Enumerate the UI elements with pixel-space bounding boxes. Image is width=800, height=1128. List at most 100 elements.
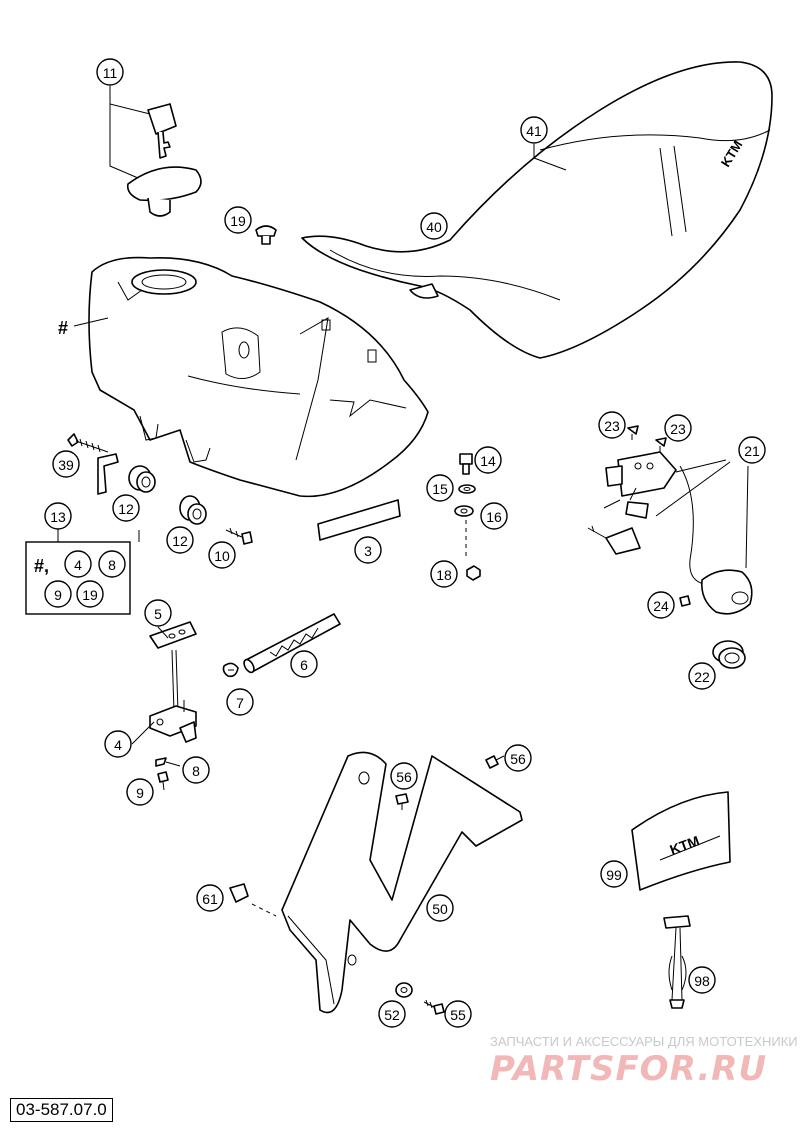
callout-39-4: 39 bbox=[52, 450, 80, 478]
callout-19-2: 19 bbox=[224, 206, 252, 234]
callout-40-3-label: 40 bbox=[426, 219, 442, 235]
fuel-tank-part bbox=[88, 256, 429, 498]
callout-52-28-label: 52 bbox=[384, 1007, 400, 1023]
callout-52-28: 52 bbox=[378, 1000, 406, 1028]
bushing-12a-part bbox=[128, 465, 156, 493]
foam-strip-part bbox=[317, 499, 401, 541]
callout-61-26: 61 bbox=[196, 884, 224, 912]
callout-15-10-label: 15 bbox=[432, 481, 448, 497]
callout-23-13: 23 bbox=[598, 411, 626, 439]
callout-8-22: 8 bbox=[182, 756, 210, 784]
callout-14-9: 14 bbox=[474, 446, 502, 474]
callout-8-22-label: 8 bbox=[192, 763, 200, 779]
callout-4-21-label: 4 bbox=[114, 737, 122, 753]
grommet-52-part bbox=[395, 982, 413, 998]
tank-hardware-part bbox=[454, 453, 481, 581]
strap-98-part bbox=[663, 915, 691, 1009]
callout-12-5: 12 bbox=[112, 494, 140, 522]
filler-cap-part bbox=[126, 166, 202, 217]
callout-9-23-label: 9 bbox=[136, 785, 144, 801]
callout-group-number-label: 13 bbox=[50, 509, 66, 525]
callout-11-0-label: 11 bbox=[103, 65, 118, 81]
callout-22-17: 22 bbox=[688, 662, 716, 690]
callout-23-14-label: 23 bbox=[670, 421, 686, 437]
callout-group-row1-0-label: 4 bbox=[74, 557, 82, 573]
callout-19-2-label: 19 bbox=[230, 213, 246, 229]
rubber-ring-22-part bbox=[712, 640, 746, 669]
callout-group-row2-0-label: 9 bbox=[54, 587, 62, 603]
callout-10-7-label: 10 bbox=[214, 548, 230, 564]
callout-98-31-label: 98 bbox=[694, 973, 710, 989]
callout-group-row2-0: 9 bbox=[44, 580, 72, 608]
seat-part: KTM bbox=[301, 61, 773, 359]
callout-99-30: 99 bbox=[600, 860, 628, 888]
screw-56b-part bbox=[395, 793, 409, 810]
callout-group-row1-1: 8 bbox=[98, 550, 126, 578]
leader-lines bbox=[73, 86, 749, 767]
callout-6-19: 6 bbox=[290, 650, 318, 678]
callout-7-20: 7 bbox=[226, 688, 254, 716]
ignition-lock-part bbox=[587, 425, 753, 615]
callout-21-15: 21 bbox=[738, 436, 766, 464]
callout-22-17-label: 22 bbox=[694, 669, 710, 685]
callout-41-1-label: 41 bbox=[526, 123, 542, 139]
callout-61-26-label: 61 bbox=[202, 891, 218, 907]
callout-3-8-label: 3 bbox=[364, 543, 372, 559]
callout-99-30-label: 99 bbox=[606, 867, 622, 883]
diagram-code: 03-587.07.0 bbox=[10, 1098, 113, 1122]
callout-group-number: 13 bbox=[44, 502, 72, 530]
decal-99-part: KTM bbox=[631, 791, 731, 891]
screw-19-part bbox=[255, 225, 277, 245]
group-row1-prefix: #, bbox=[34, 556, 49, 576]
bolt-39-part bbox=[67, 433, 109, 453]
callout-56-24: 56 bbox=[504, 744, 532, 772]
callout-56-25-label: 56 bbox=[396, 769, 412, 785]
callout-12-6-label: 12 bbox=[172, 533, 188, 549]
callout-40-3: 40 bbox=[420, 212, 448, 240]
callout-15-10: 15 bbox=[426, 474, 454, 502]
callout-group-row2-1-label: 19 bbox=[82, 587, 98, 603]
watermark-line1: ЗАПЧАСТИ И АКСЕССУАРЫ ДЛЯ МОТОТЕХНИКИ bbox=[490, 1034, 798, 1049]
bracket-part bbox=[97, 453, 119, 495]
fuel-tap-part bbox=[149, 621, 197, 791]
bushing-12b-part bbox=[179, 495, 207, 525]
callout-98-31: 98 bbox=[688, 966, 716, 994]
callout-50-27: 50 bbox=[426, 894, 454, 922]
callout-55-29-label: 55 bbox=[450, 1007, 466, 1023]
callout-group-row2-1: 19 bbox=[76, 580, 104, 608]
callout-23-13-label: 23 bbox=[604, 418, 620, 434]
callout-18-12: 18 bbox=[430, 560, 458, 588]
callout-12-5-label: 12 bbox=[118, 501, 134, 517]
side-panel-part bbox=[281, 751, 523, 1014]
fuel-hose-part bbox=[243, 613, 341, 674]
screw-56a-part bbox=[485, 755, 505, 769]
key-part bbox=[147, 103, 177, 159]
callout-14-9-label: 14 bbox=[480, 453, 496, 469]
callout-24-16: 24 bbox=[647, 591, 675, 619]
callout-16-11: 16 bbox=[480, 502, 508, 530]
callout-group-row1-0: 4 bbox=[64, 550, 92, 578]
callout-24-16-label: 24 bbox=[653, 598, 669, 614]
callout-56-25: 56 bbox=[390, 762, 418, 790]
clip-61-part bbox=[229, 883, 277, 917]
watermark-line2: PARTSFOR.RU bbox=[490, 1049, 767, 1089]
callout-3-8: 3 bbox=[354, 536, 382, 564]
callout-6-19-label: 6 bbox=[300, 657, 308, 673]
callout-5-18: 5 bbox=[144, 599, 172, 627]
callout-4-21: 4 bbox=[104, 730, 132, 758]
callout-9-23: 9 bbox=[126, 778, 154, 806]
callout-18-12-label: 18 bbox=[436, 567, 452, 583]
callout-group-row1-1-label: 8 bbox=[108, 557, 116, 573]
hose-clamp-part bbox=[222, 662, 239, 678]
callout-21-15-label: 21 bbox=[744, 443, 760, 459]
callout-41-1: 41 bbox=[520, 116, 548, 144]
callout-39-4-label: 39 bbox=[58, 457, 74, 473]
screw-10-part bbox=[225, 527, 253, 545]
callout-10-7: 10 bbox=[208, 541, 236, 569]
tank-marker: # bbox=[58, 318, 68, 338]
callout-7-20-label: 7 bbox=[236, 695, 244, 711]
callout-12-6: 12 bbox=[166, 526, 194, 554]
callout-56-24-label: 56 bbox=[510, 751, 526, 767]
callout-50-27-label: 50 bbox=[432, 901, 448, 917]
